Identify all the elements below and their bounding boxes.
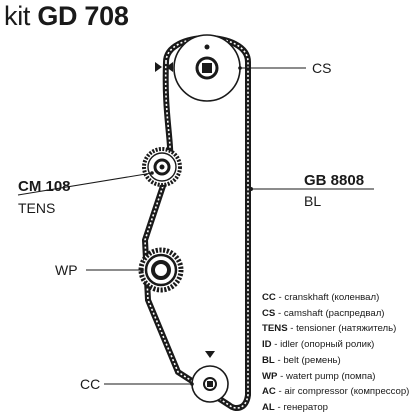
legend-row: ID - idler (опорный ролик) [262, 337, 409, 353]
legend-code: CS [262, 307, 276, 319]
legend-description: - генератор [277, 401, 329, 413]
camshaft-pulley [173, 34, 241, 102]
label-bl: BL [304, 193, 322, 209]
legend-code: WP [262, 370, 278, 382]
legend-row: AC - air compressor (компрессор) [262, 384, 409, 400]
legend-description: - cranskhaft (коленвал) [278, 292, 380, 303]
legend-row: WP - watert pump (помпа) [262, 369, 409, 385]
label-cs: CS [312, 60, 332, 76]
crankshaft-pulley [191, 365, 229, 403]
legend-code: ID [262, 339, 272, 351]
tensioner-pulley [142, 147, 182, 187]
legend-description: - idler (опорный ролик) [274, 339, 375, 351]
water-pump-pulley [138, 247, 184, 293]
legend-row: CC - cranskhaft (коленвал) [262, 290, 409, 306]
legend-row: AL - генератор [262, 400, 409, 416]
label-gb-code: GB 8808 [304, 172, 365, 189]
kit-code: GD 708 [37, 1, 129, 31]
label-tens: TENS [18, 200, 56, 216]
leader-cm [17, 172, 153, 196]
timing-mark-icon [205, 351, 215, 358]
label-cm-code: CM 108 [18, 178, 71, 195]
legend-code: AC [262, 386, 276, 398]
label-cc: CC [80, 376, 101, 392]
legend-row: CS - camshaft (распредвал) [262, 306, 409, 322]
direction-arrow-icon [155, 62, 173, 72]
belt-teeth [144, 37, 249, 409]
legend-row: BL - belt (ремень) [262, 353, 409, 369]
legend-description: - belt (ремень) [277, 354, 341, 366]
legend: CC - cranskhaft (коленвал)CS - camshaft … [262, 290, 409, 416]
legend-description: - camshaft (распредвал) [278, 307, 385, 319]
legend-row: TENS - tensioner (натяжитель) [262, 321, 409, 337]
legend-description: - tensioner (натяжитель) [290, 323, 397, 335]
legend-code: TENS [262, 323, 288, 335]
legend-description: - air compressor (компрессор) [278, 386, 410, 398]
label-wp: WP [55, 262, 78, 278]
legend-code: CC [262, 292, 276, 303]
kit-word: kit [4, 1, 31, 31]
legend-description: - watert pump (помпа) [280, 370, 376, 382]
legend-code: BL [262, 354, 275, 366]
kit-title: kit GD 708 [4, 1, 129, 31]
legend-code: AL [262, 401, 275, 413]
